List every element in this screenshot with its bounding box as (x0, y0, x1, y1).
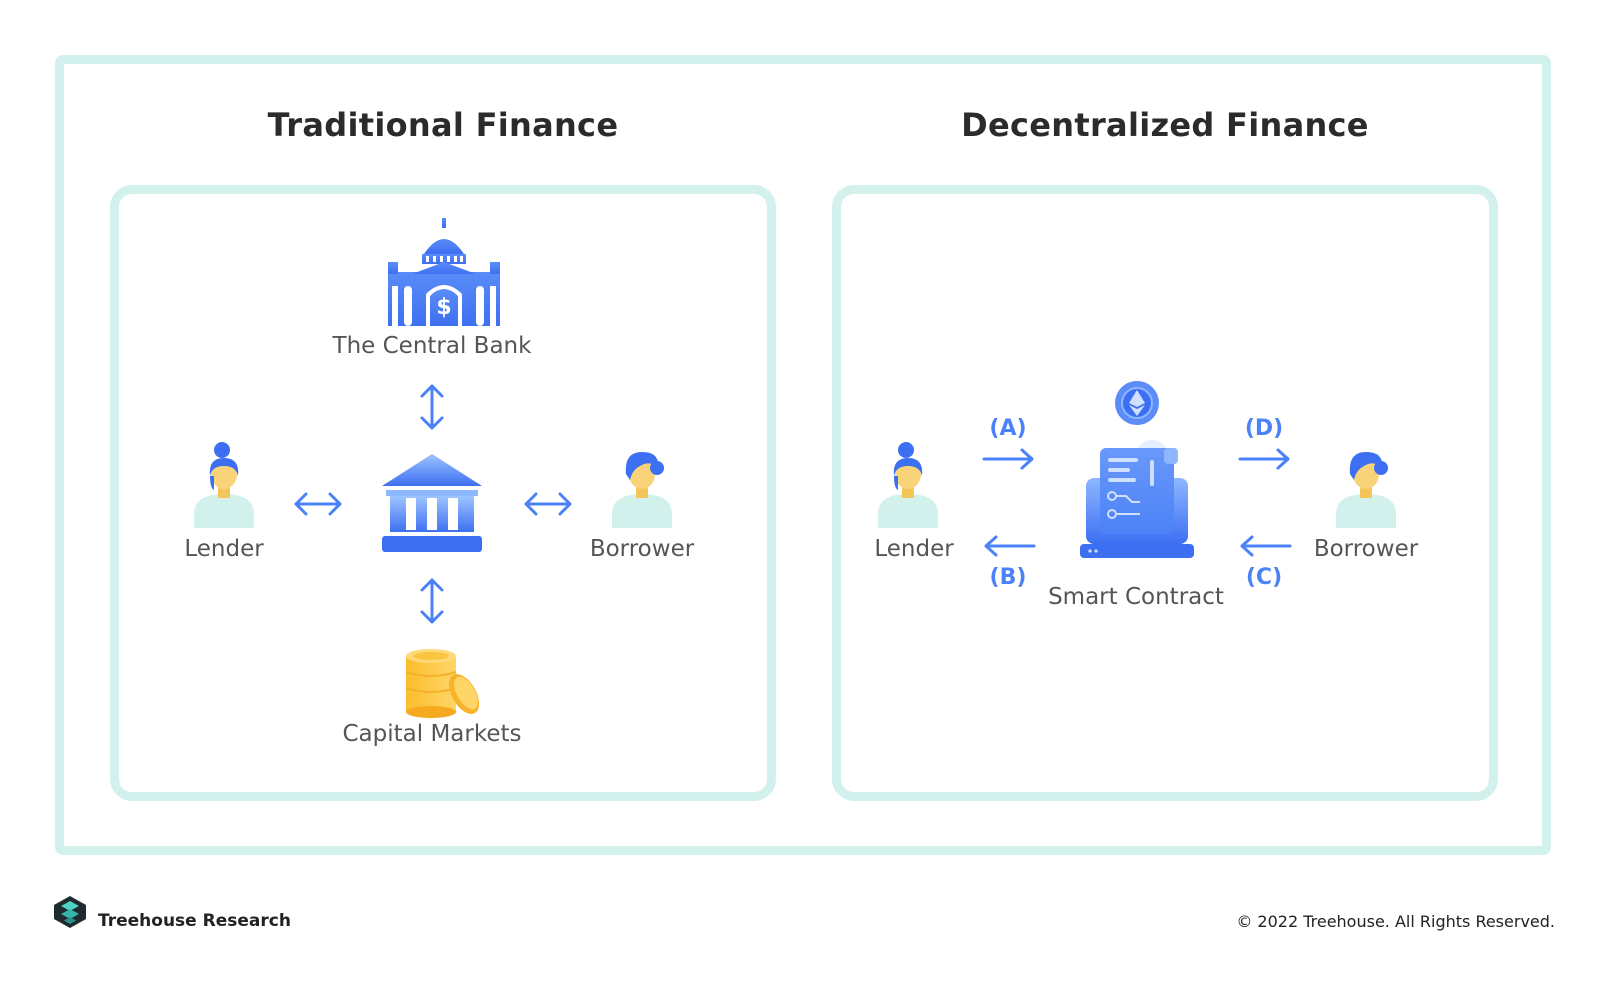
footer-copyright: © 2022 Treehouse. All Rights Reserved. (1236, 912, 1555, 931)
outer-frame (55, 55, 1551, 855)
left-arrow-icon (984, 535, 1036, 557)
right-arrow-icon (982, 448, 1034, 470)
step-d-label: (D) (1244, 416, 1284, 441)
central-bank-label: The Central Bank (332, 333, 532, 359)
svg-text:$: $ (436, 295, 451, 320)
person-icon (612, 452, 672, 528)
step-b-label: (B) (989, 565, 1027, 590)
lender-label: Lender (184, 536, 264, 562)
footer-brand: Treehouse Research (98, 911, 291, 931)
defi-lender-label: Lender (874, 536, 954, 562)
person-icon (1336, 452, 1396, 528)
person-icon (194, 442, 254, 528)
person-icon (878, 442, 938, 528)
smart-contract-label: Smart Contract (1048, 584, 1224, 610)
borrower-label: Borrower (589, 536, 695, 562)
coins-icon (405, 649, 480, 718)
right-arrow-icon (1238, 448, 1290, 470)
double-arrow-icon (294, 492, 342, 516)
double-arrow-icon (524, 492, 572, 516)
step-c-label: (C) (1245, 565, 1283, 590)
double-arrow-icon (420, 578, 444, 624)
bank-icon (382, 454, 482, 552)
ethereum-icon (1115, 381, 1159, 425)
laptop-contract-icon (1080, 440, 1194, 558)
central-bank-building-icon: $ (388, 218, 500, 326)
left-arrow-icon (1240, 535, 1292, 557)
decentralized-finance-title: Decentralized Finance (961, 106, 1369, 144)
traditional-finance-title: Traditional Finance (267, 106, 619, 144)
step-a-label: (A) (989, 416, 1027, 441)
treehouse-logo-icon (54, 896, 86, 928)
capital-markets-label: Capital Markets (342, 721, 522, 747)
double-arrow-icon (420, 384, 444, 430)
defi-borrower-label: Borrower (1313, 536, 1419, 562)
